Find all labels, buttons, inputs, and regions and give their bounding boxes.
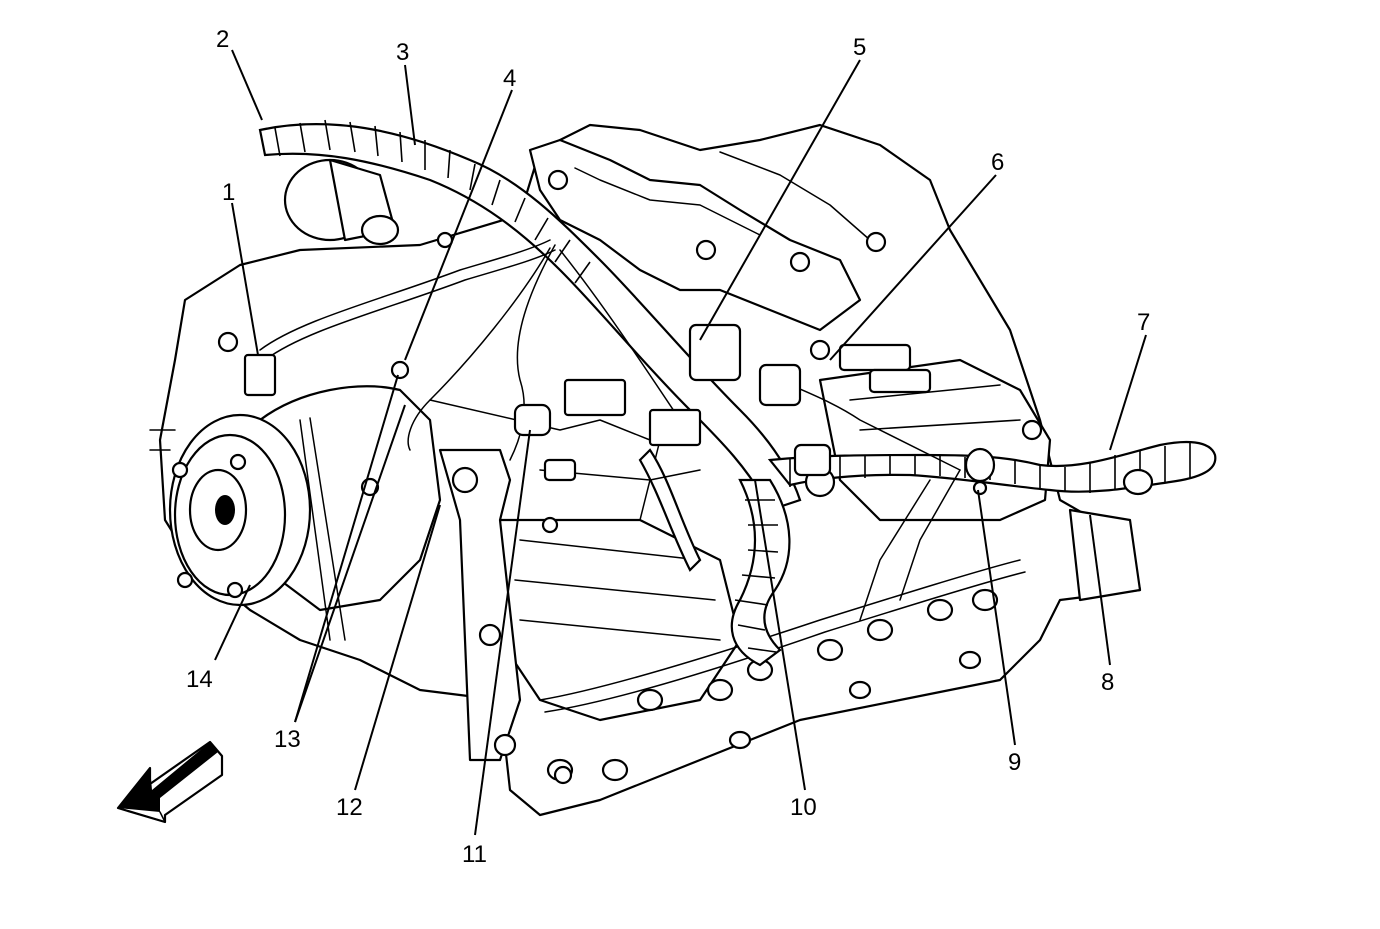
oil-fill-cap <box>283 158 400 246</box>
callout-5: 5 <box>853 34 866 61</box>
bolts <box>217 169 1043 785</box>
callout-13: 13 <box>274 726 301 753</box>
callout-3: 3 <box>396 39 409 66</box>
callout-10: 10 <box>790 794 817 821</box>
front-direction-arrow-icon <box>116 740 224 824</box>
callout-1: 1 <box>222 179 235 206</box>
leader-lines <box>214 49 1147 836</box>
bracket-right <box>1068 508 1142 602</box>
bracket-left <box>438 448 522 762</box>
callout-9: 9 <box>1008 749 1021 776</box>
callout-7: 7 <box>1137 309 1150 336</box>
callout-12: 12 <box>336 794 363 821</box>
callout-11: 11 <box>462 841 487 868</box>
callout-labels: 1 2 3 4 5 6 7 8 9 10 11 12 13 14 <box>186 26 1150 868</box>
callout-14: 14 <box>186 666 213 693</box>
callout-6: 6 <box>991 149 1004 176</box>
callout-8: 8 <box>1101 669 1114 696</box>
ac-compressor <box>149 385 442 641</box>
engine-wiring-harness <box>258 119 1217 667</box>
callout-4: 4 <box>503 65 516 92</box>
connectors <box>243 323 932 482</box>
callout-2: 2 <box>216 26 229 53</box>
injector-row <box>546 588 999 782</box>
small-wires <box>259 239 961 621</box>
